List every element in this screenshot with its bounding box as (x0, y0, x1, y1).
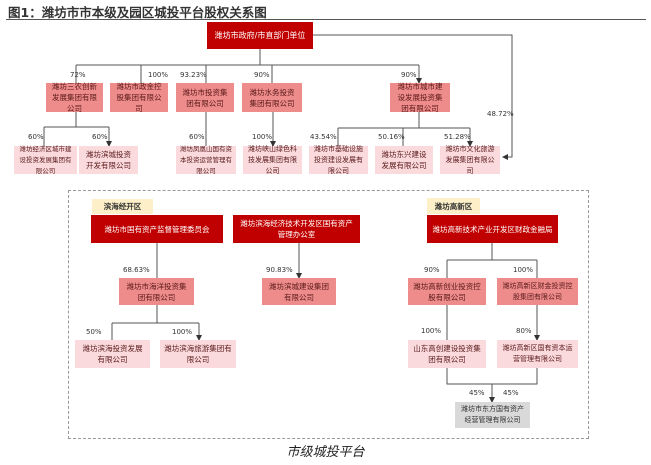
pct-label: 100% (252, 133, 273, 141)
node-haiyang: 潍坊市海洋投资集团有限公司 (119, 278, 194, 305)
pct-label: 68.63% (123, 266, 150, 274)
pct-label: 93.23% (180, 71, 207, 79)
binhai-asset-office: 潍坊滨海经济技术开发区国有资产管理办公室 (233, 215, 360, 243)
pct-label: 100% (148, 71, 169, 79)
root-node: 潍坊市政府/市直部门单位 (207, 22, 313, 49)
gaoxin-finance-bureau: 潍坊高新技术产业开发区财政金融局 (427, 215, 558, 243)
pct-label: 45% (469, 389, 485, 397)
figure-caption: 市级城投平台 (286, 445, 365, 460)
node-dongxing: 潍坊东兴建设发展有限公司 (375, 146, 433, 174)
pct-label: 100% (513, 266, 534, 274)
figure-title: 图1：潍坊市市本级及园区城投平台股权关系图 (8, 5, 267, 20)
binhai-sasac: 潍坊市国有资产监督管理委员会 (91, 215, 223, 243)
node-gaoxin-chuangye: 潍坊高新创业投资控股有限公司 (408, 278, 486, 305)
node-bincheng-touzi: 潍坊滨城投资开发有限公司 (79, 146, 138, 174)
node-xiashan: 潍坊峡山绿色科技发展集团有限公司 (243, 145, 302, 175)
pct-label: 60% (28, 133, 44, 141)
gaoxin-tag: 潍坊高新区 (427, 198, 480, 214)
node-gaochuang: 山东高创建设投资集团有限公司 (408, 340, 486, 368)
park-section (68, 190, 589, 439)
node-chengjian: 潍坊市城市建设发展投资集团有限公司 (390, 82, 450, 113)
pct-label: 50% (86, 328, 102, 336)
node-gaoxin-ziben: 潍坊高新区国有资本运营管理有限公司 (497, 340, 578, 368)
pct-label: 45% (503, 389, 519, 397)
node-binhai-touzi: 潍坊滨海投资发展有限公司 (75, 340, 150, 368)
node-shuiwu: 潍坊水务投资集团有限公司 (242, 83, 302, 112)
pct-label: 60% (189, 133, 205, 141)
pct-label: 90% (424, 266, 440, 274)
node-jingjiqu: 潍坊经济区城市建设投资发展集团有限公司 (14, 145, 77, 175)
pct-label: 90.83% (266, 266, 293, 274)
node-touzi: 潍坊市投资集团有限公司 (176, 83, 234, 112)
pct-label: 60% (92, 133, 108, 141)
node-gaoxin-caijin: 潍坊高新区财金投资控股集团有限公司 (497, 278, 578, 305)
pct-label: 100% (172, 328, 193, 336)
pct-label: 90% (254, 71, 270, 79)
pct-label: 80% (516, 327, 532, 335)
node-jichusheshi: 潍坊市基础设施投资建设发展有限公司 (309, 145, 368, 175)
pct-label: 48.72% (487, 110, 514, 118)
node-dongfang: 潍坊市东方国有资产经营管理有限公司 (455, 402, 530, 428)
binhai-tag: 滨海经开区 (92, 199, 153, 214)
pct-label: 50.16% (378, 133, 405, 141)
pct-label: 90% (401, 71, 417, 79)
node-zhengjin: 潍坊市政金控股集团有限公司 (110, 82, 168, 113)
pct-label: 43.54% (310, 133, 337, 141)
title-divider (6, 19, 646, 20)
node-wenlv: 潍坊市文化旅游发展集团有限公司 (440, 145, 500, 175)
pct-label: 51.28% (444, 133, 471, 141)
node-binhai-lvyou: 潍坊滨海旅游集团有限公司 (160, 340, 236, 368)
pct-label: 72% (70, 71, 86, 79)
node-sannong: 潍坊三农创新发展集团有限公司 (46, 82, 103, 113)
node-bincheng-jianshe: 潍坊滨城建设集团有限公司 (262, 278, 336, 305)
node-fenghuangshan: 潍坊凤凰山国有资本投资运营管理有限公司 (176, 145, 236, 175)
pct-label: 100% (421, 327, 442, 335)
